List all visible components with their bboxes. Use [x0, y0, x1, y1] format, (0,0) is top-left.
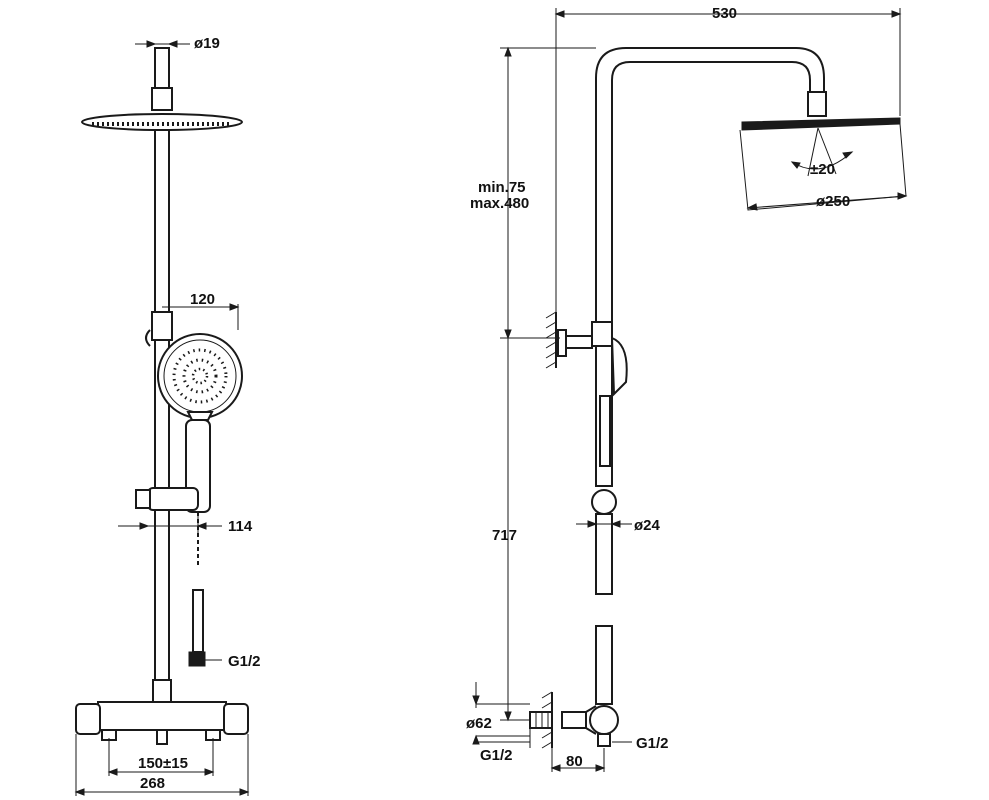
- label-riser-max: max.480: [470, 195, 529, 212]
- head-swivel-side: [807, 91, 827, 117]
- mixer-outlet-side: [597, 733, 611, 747]
- dim-mixer-width: [74, 734, 250, 796]
- holder-knob: [145, 329, 151, 347]
- mixer-right-handle: [223, 703, 249, 735]
- label-mixer-width: 268: [140, 775, 165, 792]
- hand-shower-side: [610, 336, 628, 397]
- dim-hand-shower-120: [162, 303, 240, 330]
- rain-head-side: [741, 117, 901, 131]
- label-inlet-spacing: 150±15: [138, 755, 188, 772]
- dim-arm-length: [554, 8, 902, 312]
- label-hand-shower-size: 120: [190, 291, 215, 308]
- label-head-diameter: ø250: [816, 193, 850, 210]
- label-eccentric: ø62: [466, 715, 492, 732]
- handle-side: [599, 395, 611, 467]
- slider-ball: [591, 489, 617, 515]
- dim-riser-adjust: [500, 46, 596, 340]
- holder-clamp: [151, 311, 173, 341]
- head-swivel: [151, 87, 173, 111]
- label-outlet-thread: G1/2: [636, 735, 669, 752]
- shower-arm-outer: [595, 47, 825, 322]
- label-pipe-diameter: ø19: [194, 35, 220, 52]
- mixer-left-handle: [75, 703, 101, 735]
- ceiling-connector: [154, 47, 170, 91]
- slider-bracket: [147, 487, 199, 511]
- label-riser-height: 717: [492, 527, 517, 544]
- lower-riser-top: [595, 513, 613, 595]
- hose-lower: [192, 589, 204, 653]
- dim-riser-pipe: [576, 520, 632, 528]
- mixer-connector: [561, 711, 587, 729]
- label-hose-thread: G1/2: [228, 653, 261, 670]
- shower-arm-inner: [611, 61, 811, 322]
- label-riser-pipe: ø24: [634, 517, 661, 534]
- label-head-tilt: ±20: [810, 161, 835, 178]
- side-view: 530 min.75 max.480 ±20 ø250 717 ø24 ø62 …: [466, 5, 908, 772]
- connector-taper: [585, 705, 597, 735]
- handle-neck: [186, 411, 214, 421]
- dim-wall-thread: [476, 728, 531, 748]
- hose-nut: [188, 651, 206, 667]
- eccentric-side: [529, 711, 553, 729]
- riser-pipe: [154, 129, 170, 691]
- dim-inlet-spacing: [107, 738, 215, 776]
- riser-clamp: [591, 321, 613, 347]
- wall-bracket-arm: [565, 335, 593, 349]
- dim-riser-height: [500, 338, 530, 722]
- dim-head-tilt: [790, 127, 854, 177]
- label-slider-offset: 114: [228, 518, 253, 535]
- wall-upper: [545, 311, 557, 369]
- label-riser-min: min.75: [478, 179, 526, 196]
- mixer-body: [97, 701, 227, 731]
- mixer-side-body: [589, 705, 619, 735]
- dim-slider-114: [118, 512, 222, 536]
- lower-riser-bottom: [595, 625, 613, 705]
- hand-shower-nozzles: [172, 348, 228, 404]
- bath-outlet: [156, 729, 168, 745]
- dim-pipe-diameter: [135, 40, 190, 48]
- hand-shower-head: [157, 333, 243, 419]
- label-arm-length: 530: [712, 5, 737, 22]
- riser-joint: [152, 679, 172, 703]
- label-wall-offset: 80: [566, 753, 583, 770]
- front-view: ø19 120 114 G1/2 150±15 268: [74, 35, 261, 796]
- wall-bracket-plate: [557, 329, 567, 357]
- dim-eccentric: [472, 682, 530, 745]
- dim-head-diameter: [746, 192, 908, 211]
- label-wall-thread: G1/2: [480, 747, 513, 764]
- rain-head-tilt-outline: [739, 123, 907, 211]
- slider-knob: [135, 489, 151, 509]
- dim-wall-offset: [550, 748, 606, 772]
